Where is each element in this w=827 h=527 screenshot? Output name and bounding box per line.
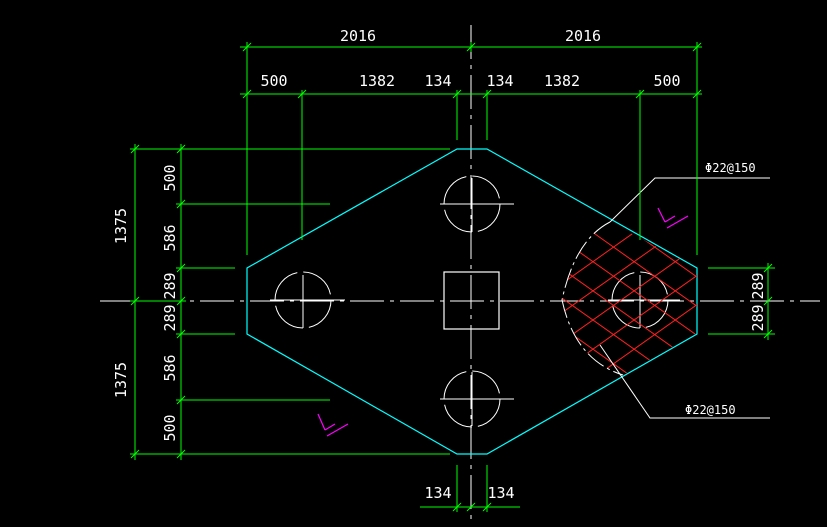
top-dimensions	[240, 42, 702, 255]
rebar-bottom-leader	[599, 344, 770, 419]
rebar-label-lower: Φ22@150	[685, 403, 736, 417]
section-mark-upper[interactable]	[657, 207, 689, 229]
pile-right[interactable]	[608, 271, 680, 329]
dim-left-seg-lower-0: 289	[161, 304, 179, 331]
dim-bottom-seg-1: 134	[487, 484, 514, 502]
pile-left[interactable]	[270, 271, 345, 329]
centerlines	[100, 25, 820, 520]
dim-left-seg-upper-2: 289	[161, 272, 179, 299]
dim-right-seg-1: 289	[749, 304, 767, 331]
rebar-break-line	[561, 221, 624, 376]
section-marks	[317, 207, 689, 437]
rebar-label-upper: Φ22@150	[705, 161, 756, 175]
dim-right-seg-0: 289	[749, 272, 767, 299]
rebar-top-leader	[609, 177, 770, 223]
dim-bottom-seg-0: 134	[424, 484, 451, 502]
pile-bottom[interactable]	[440, 370, 514, 428]
dim-top-seg-left-0: 500	[260, 72, 287, 90]
section-mark-lower[interactable]	[317, 413, 349, 437]
dim-left-seg-upper-0: 500	[161, 164, 179, 191]
bottom-dimensions	[420, 465, 520, 512]
dim-left-total-lower: 1375	[112, 362, 130, 398]
left-dimensions	[130, 144, 450, 460]
dim-top-total-right: 2016	[565, 27, 601, 45]
pile-top[interactable]	[440, 175, 514, 233]
dim-left-seg-upper-1: 586	[161, 224, 179, 251]
dim-top-seg-left-1: 1382	[359, 72, 395, 90]
dim-top-seg-right-0: 134	[486, 72, 513, 90]
pile-cap-outline[interactable]	[246, 148, 698, 455]
dim-left-seg-lower-2: 500	[161, 414, 179, 441]
dim-top-seg-left-2: 134	[424, 72, 451, 90]
dim-left-seg-lower-1: 586	[161, 354, 179, 381]
dim-left-total-upper: 1375	[112, 208, 130, 244]
column-outline[interactable]	[443, 271, 500, 330]
dim-top-seg-right-1: 1382	[544, 72, 580, 90]
dim-top-total-left: 2016	[340, 27, 376, 45]
right-dimensions	[708, 263, 775, 340]
dim-top-seg-right-2: 500	[653, 72, 680, 90]
piles	[270, 175, 680, 428]
